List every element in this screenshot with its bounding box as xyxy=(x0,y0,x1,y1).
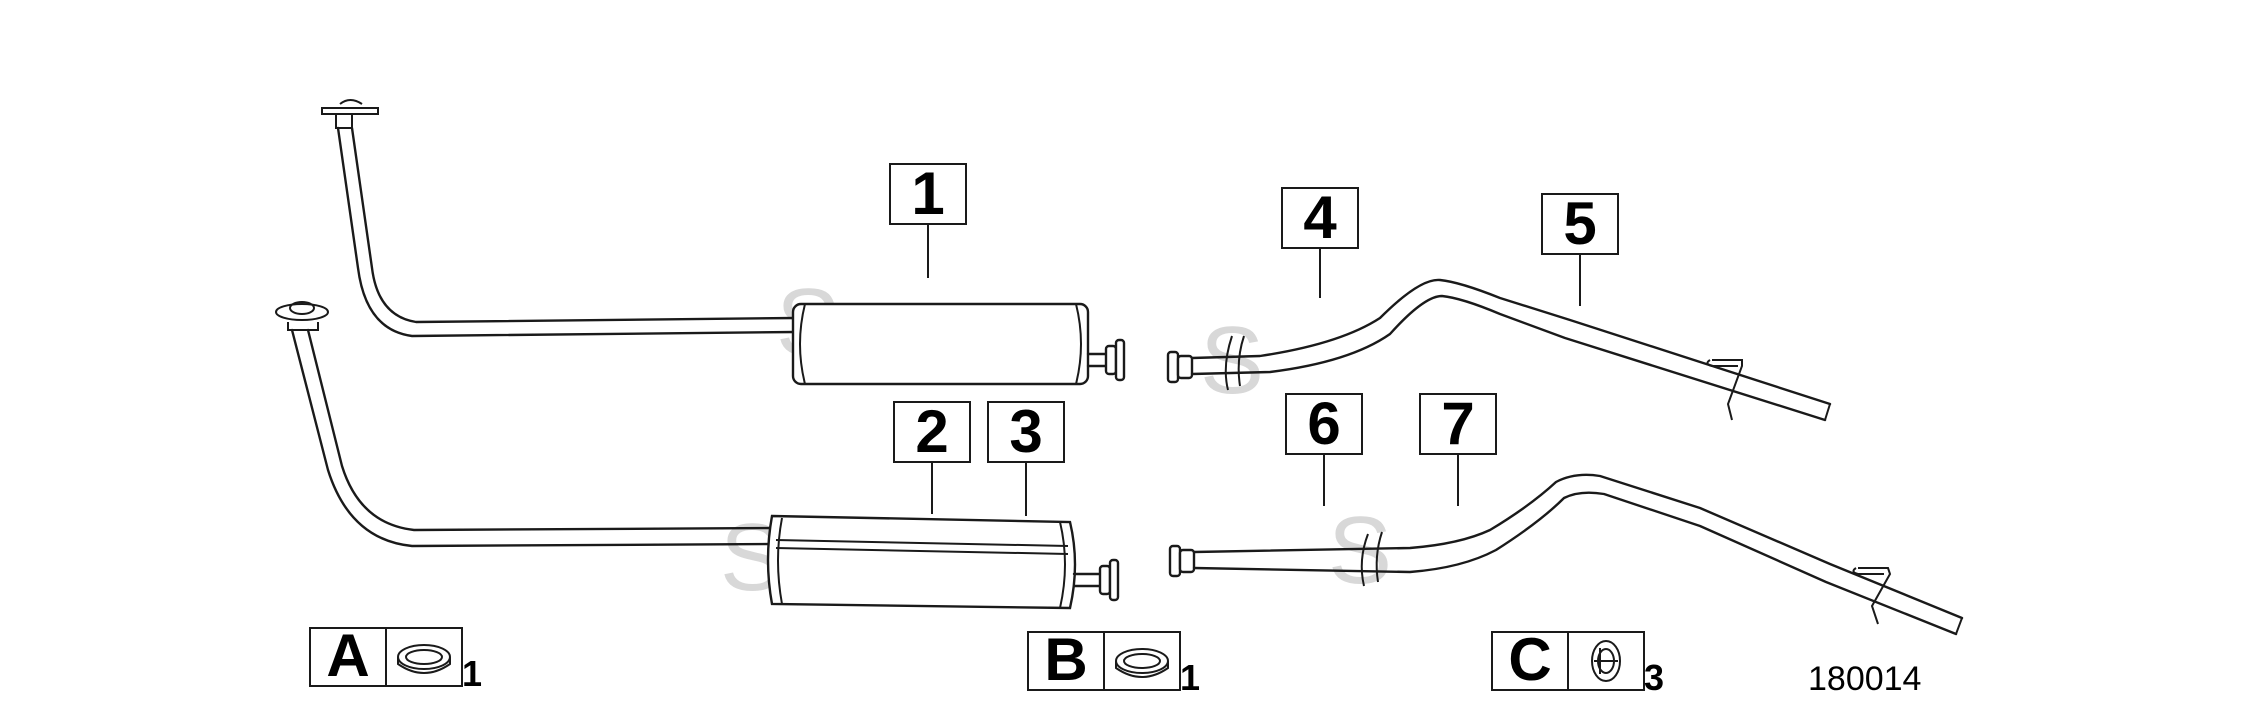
gasket-ring-icon xyxy=(397,644,451,674)
callout-6-label: 6 xyxy=(1307,390,1340,457)
gasket-ring-icon xyxy=(1115,648,1169,678)
kit-b: B 1 xyxy=(1027,626,1200,698)
kit-b-quantity: 1 xyxy=(1180,657,1200,698)
callout-5-label: 5 xyxy=(1563,190,1596,257)
muffler-part-2-3 xyxy=(766,514,1120,610)
callout-1-label: 1 xyxy=(911,160,944,227)
callout-6: 6 xyxy=(1285,390,1363,506)
callout-7-label: 7 xyxy=(1441,390,1474,457)
callout-2-label: 2 xyxy=(915,398,948,465)
callout-4: 4 xyxy=(1281,184,1359,298)
kit-a-letter: A xyxy=(326,622,369,689)
kit-c: C 3 xyxy=(1491,626,1664,698)
callout-7: 7 xyxy=(1419,390,1497,506)
callout-4-label: 4 xyxy=(1303,184,1337,251)
tail-pipe-upper xyxy=(1166,278,1832,422)
watermark-2: S xyxy=(1200,307,1264,414)
callout-1: 1 xyxy=(889,160,967,278)
muffler-part-1 xyxy=(791,302,1126,386)
rubber-hanger-icon xyxy=(1591,640,1621,682)
front-pipe-lower xyxy=(275,301,777,548)
kit-b-letter: B xyxy=(1044,626,1087,693)
kit-c-letter: C xyxy=(1508,626,1551,693)
reference-number: 180014 xyxy=(1808,660,1921,698)
tail-pipe-lower xyxy=(1168,473,1964,636)
callout-5: 5 xyxy=(1541,190,1619,306)
kit-a: A 1 xyxy=(309,622,482,694)
callout-3: 3 xyxy=(987,398,1065,516)
callout-2: 2 xyxy=(893,398,971,514)
kit-a-quantity: 1 xyxy=(462,653,482,694)
front-pipe-upper xyxy=(321,99,797,338)
kit-c-quantity: 3 xyxy=(1644,657,1664,698)
callout-3-label: 3 xyxy=(1009,398,1042,465)
